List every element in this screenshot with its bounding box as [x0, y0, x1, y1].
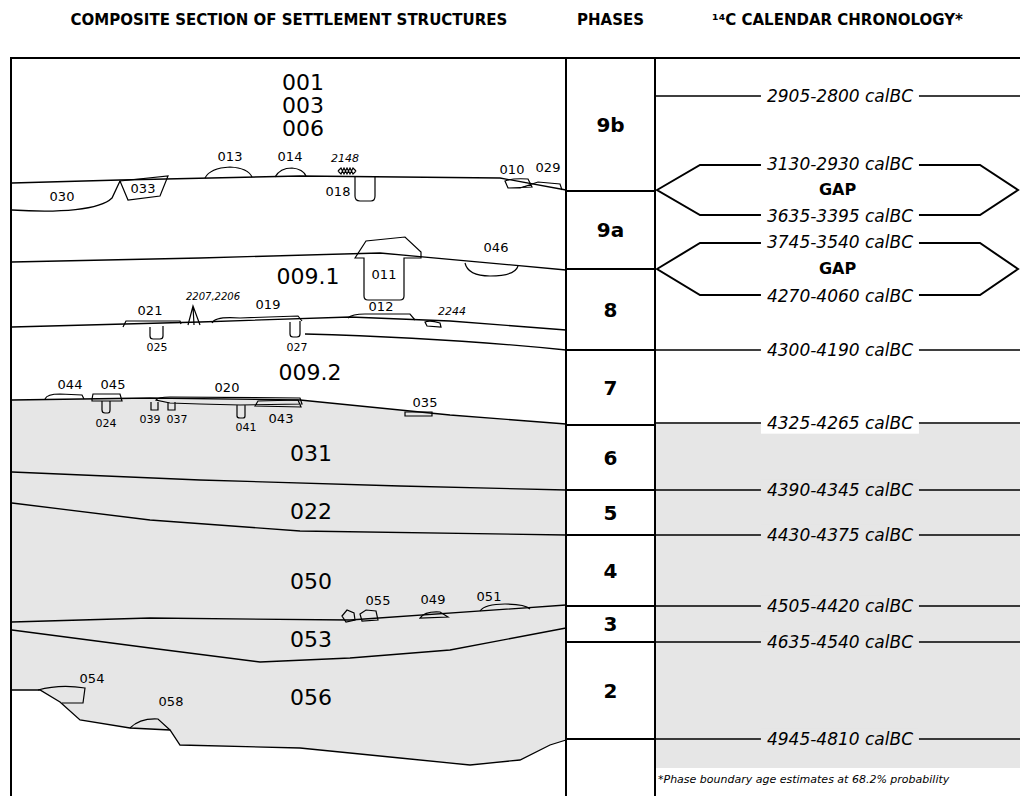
boundary-date: 4300-4190 calBC: [761, 340, 919, 361]
feature-number: 2244: [438, 306, 466, 318]
feature-number: 013: [218, 150, 243, 164]
layer-boundary: [12, 176, 566, 765]
feature-number: 2207,2206: [186, 291, 240, 302]
gap-label: GAP: [819, 181, 856, 199]
feature-number: 037: [167, 414, 188, 426]
chronology-line: [655, 96, 1020, 739]
feature-number: 035: [413, 396, 438, 410]
phase-cell: 5: [566, 490, 655, 535]
phase-cell: 8: [566, 269, 655, 350]
column-heading: ¹⁴C CALENDAR CHRONOLOGY*: [655, 12, 1020, 29]
feature-number: 049: [421, 593, 446, 607]
feature-number: 033: [131, 182, 156, 196]
boundary-date: 4270-4060 calBC: [761, 286, 919, 307]
phase-divider: [566, 191, 655, 739]
phase-cell: 3: [566, 606, 655, 642]
feature-number: 029: [536, 161, 561, 175]
feature-number: 025: [147, 342, 168, 354]
feature-number: 051: [477, 590, 502, 604]
phase-label: 2: [604, 680, 618, 702]
boundary-date: 4390-4345 calBC: [761, 480, 919, 501]
layer-number: 003: [282, 94, 324, 118]
phase-label: 6: [604, 447, 618, 469]
boundary-date: 3745-3540 calBC: [761, 232, 919, 253]
feature-number: 058: [159, 695, 184, 709]
boundary-date: 4505-4420 calBC: [761, 596, 919, 617]
feature-number: 046: [484, 241, 509, 255]
feature-number: 2148: [331, 153, 359, 165]
boundary-date: 3635-3395 calBC: [761, 206, 919, 227]
layer-number: 053: [290, 628, 332, 652]
feature-number: 043: [269, 412, 294, 426]
feature-number: 014: [278, 150, 303, 164]
feature-number: 054: [80, 672, 105, 686]
column-heading: PHASES: [566, 12, 655, 29]
boundary-date: 2905-2800 calBC: [761, 86, 919, 107]
feature-number: 020: [215, 381, 240, 395]
feature-number: 018: [326, 185, 351, 199]
phase-cell: 6: [566, 425, 655, 490]
phase-label: 9a: [597, 219, 624, 241]
phase-label: 8: [604, 299, 618, 321]
feature-number: 019: [256, 298, 281, 312]
feature-number: 021: [138, 304, 163, 318]
feature-number: 011: [372, 268, 397, 282]
column-heading: COMPOSITE SECTION OF SETTLEMENT STRUCTUR…: [12, 12, 566, 29]
feature-number: 010: [500, 163, 525, 177]
phase-cell: 7: [566, 350, 655, 425]
feature-number: 012: [369, 300, 394, 314]
boundary-date: 4635-4540 calBC: [761, 632, 919, 653]
feature-number: 039: [140, 414, 161, 426]
feature-number: 041: [236, 422, 257, 434]
feature-number: 030: [50, 190, 75, 204]
phase-label: 9b: [596, 114, 624, 136]
column-panel: PHASES9b9a8765432: [566, 58, 655, 796]
feature-number: 045: [101, 378, 126, 392]
phase-cell: 4: [566, 535, 655, 606]
layer-number: 009.2: [279, 361, 342, 385]
phase-label: 7: [604, 377, 618, 399]
shaded-layers: [12, 398, 566, 765]
feature-outline: [38, 167, 562, 730]
feature-number: 024: [96, 418, 117, 430]
phase-cell: 2: [566, 642, 655, 739]
phase-label: 4: [604, 560, 618, 582]
feature-number: 027: [287, 342, 308, 354]
boundary-date: 3130-2930 calBC: [761, 154, 919, 175]
phase-label: 5: [604, 502, 618, 524]
layer-number: 031: [290, 442, 332, 466]
phase-cell: 9b: [566, 58, 655, 191]
shaded-chronology: [655, 424, 1020, 768]
feature-number: 044: [58, 378, 83, 392]
phase-cell: 9a: [566, 191, 655, 269]
layer-number: 056: [290, 686, 332, 710]
boundary-date: 4945-4810 calBC: [761, 729, 919, 750]
phase-label: 3: [604, 613, 618, 635]
gap-label: GAP: [819, 260, 856, 278]
frame-line: [10, 58, 1020, 796]
layer-number: 022: [290, 500, 332, 524]
footnote: *Phase boundary age estimates at 68.2% p…: [658, 774, 949, 786]
boundary-date: 4430-4375 calBC: [761, 525, 919, 546]
layer-number: 001: [282, 71, 324, 95]
feature-number: 055: [366, 594, 391, 608]
layer-number: 050: [290, 570, 332, 594]
layer-number: 006: [282, 117, 324, 141]
layer-number: 009.1: [277, 265, 340, 289]
boundary-date: 4325-4265 calBC: [761, 413, 919, 434]
